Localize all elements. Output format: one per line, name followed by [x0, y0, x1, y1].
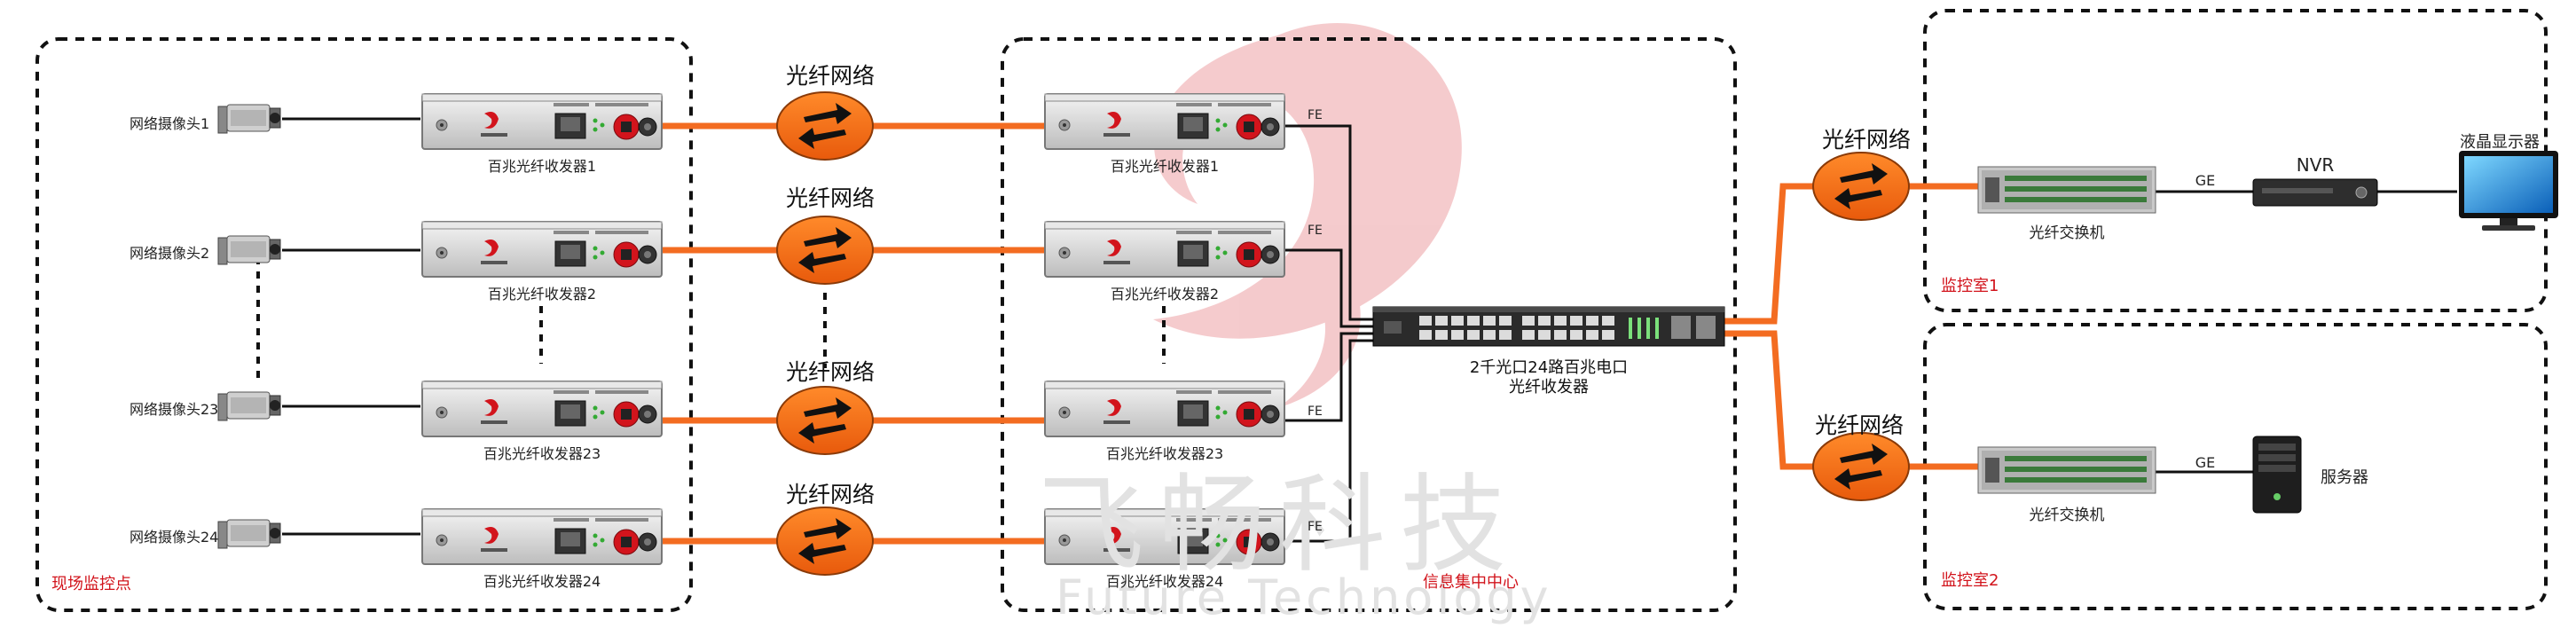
fiber-switch-icon: [1977, 446, 2156, 494]
monitor-icon: [2459, 151, 2558, 231]
fe-label: FE: [1308, 520, 1323, 534]
ge-label: GE: [2195, 172, 2216, 189]
ge-label: GE: [2195, 454, 2216, 471]
zone-label-site: 现场监控点: [51, 575, 131, 593]
watermark-logo: [1153, 23, 1462, 408]
fiber-network-icon: [776, 386, 874, 455]
fiber-network-label: 光纤网络: [1821, 127, 1912, 153]
hub-label-line1: 2千光口24路百兆电口: [1469, 358, 1629, 377]
center-zone: [1001, 37, 1737, 612]
zone-label-center: 信息集中中心: [1423, 573, 1519, 592]
fiber-network-icon: [776, 216, 874, 285]
camera-label: 网络摄像头23: [130, 401, 219, 418]
fiber-network-icon: [1812, 152, 1910, 221]
fiber-network-label: 光纤网络: [785, 482, 876, 507]
transceiver-icon: [421, 93, 663, 150]
camera-links: [282, 117, 420, 536]
hub-label-line2: 光纤收发器: [1508, 378, 1589, 397]
camera-label: 网络摄像头24: [130, 529, 219, 546]
camera-icon: [217, 391, 281, 421]
fe-label: FE: [1308, 224, 1323, 238]
fiber-network-label: 光纤网络: [785, 63, 876, 89]
fiber-network-icon: [776, 91, 874, 161]
transceiver-icon: [1044, 381, 1285, 437]
room1-zone: [1923, 9, 2548, 312]
zone-label-room1: 监控室1: [1941, 277, 1999, 295]
hub-chassis-icon: [1372, 306, 1725, 347]
camera-label: 网络摄像头2: [130, 245, 210, 262]
fiber-network-label: 光纤网络: [785, 185, 876, 211]
watermark-text-en: Future Technology: [1056, 569, 1552, 625]
monitor-label: 液晶显示器: [2460, 133, 2540, 152]
camera-label: 网络摄像头1: [130, 115, 210, 132]
fiber-switch-label: 光纤交换机: [2029, 224, 2105, 242]
transceiver-label: 百兆光纤收发器2: [1110, 286, 1220, 302]
fiber-network-label: 光纤网络: [785, 359, 876, 385]
transceiver-icon: [421, 508, 663, 565]
transceiver-label: 百兆光纤收发器23: [1105, 445, 1224, 462]
fiber-switch-icon: [1977, 166, 2156, 214]
site-zone: [35, 37, 693, 612]
nvr-icon: [2252, 178, 2378, 207]
continuation-lines: [256, 257, 1166, 381]
transceiver-label: 百兆光纤收发器24: [1105, 573, 1224, 590]
transceiver-label: 百兆光纤收发器2: [487, 286, 597, 302]
camera-icon: [217, 104, 281, 134]
transceiver-icon: [421, 221, 663, 278]
fiber-network-icon: [1812, 432, 1910, 501]
server-label: 服务器: [2321, 468, 2368, 487]
camera-icon: [217, 235, 281, 265]
transceiver-label: 百兆光纤收发器23: [483, 445, 601, 462]
transceiver-icon: [421, 381, 663, 437]
fiber-network-icon: [776, 507, 874, 576]
fe-label: FE: [1308, 404, 1323, 419]
zone-label-room2: 监控室2: [1941, 571, 1999, 590]
transceiver-icon: [1044, 221, 1285, 278]
fiber-switch-label: 光纤交换机: [2029, 507, 2105, 524]
watermark-text-cn: 飞畅科技: [1038, 464, 1520, 587]
fe-label: FE: [1308, 108, 1323, 122]
camera-icon: [217, 519, 281, 549]
nvr-label: NVR: [2296, 154, 2335, 176]
fe-links: [1284, 124, 1373, 543]
transceiver-label: 百兆光纤收发器24: [483, 573, 601, 590]
transceiver-label: 百兆光纤收发器1: [487, 158, 597, 175]
server-icon: [2252, 436, 2302, 514]
hub-label: 2千光口24路百兆电口 光纤收发器: [1470, 358, 1628, 397]
transceiver-icon: [1044, 93, 1285, 150]
transceiver-label: 百兆光纤收发器1: [1110, 158, 1220, 175]
ge-links: [2156, 190, 2457, 474]
fiber-network-label: 光纤网络: [1814, 412, 1905, 438]
